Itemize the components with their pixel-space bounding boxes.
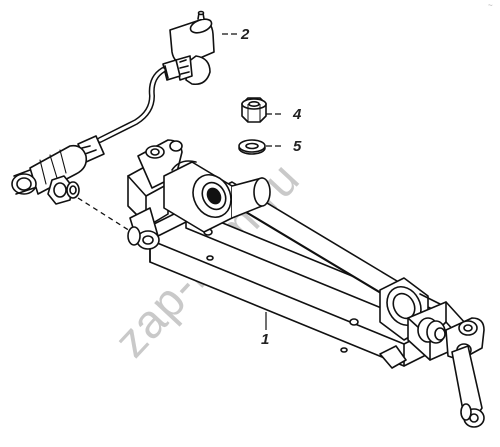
callout-label-2: 2 <box>240 26 250 43</box>
callout-label-1: 1 <box>261 331 269 348</box>
part-1-cylinder-assembly <box>127 139 485 428</box>
callout-label-4: 4 <box>292 106 302 123</box>
part-4-nut <box>241 97 267 123</box>
corner-mark: ~ <box>488 1 493 10</box>
dashed-leader <box>77 197 139 237</box>
callout-label-5: 5 <box>293 138 302 155</box>
callouts <box>222 33 284 330</box>
part-2-hose-assembly <box>11 10 215 205</box>
part-5-washer <box>238 139 266 155</box>
